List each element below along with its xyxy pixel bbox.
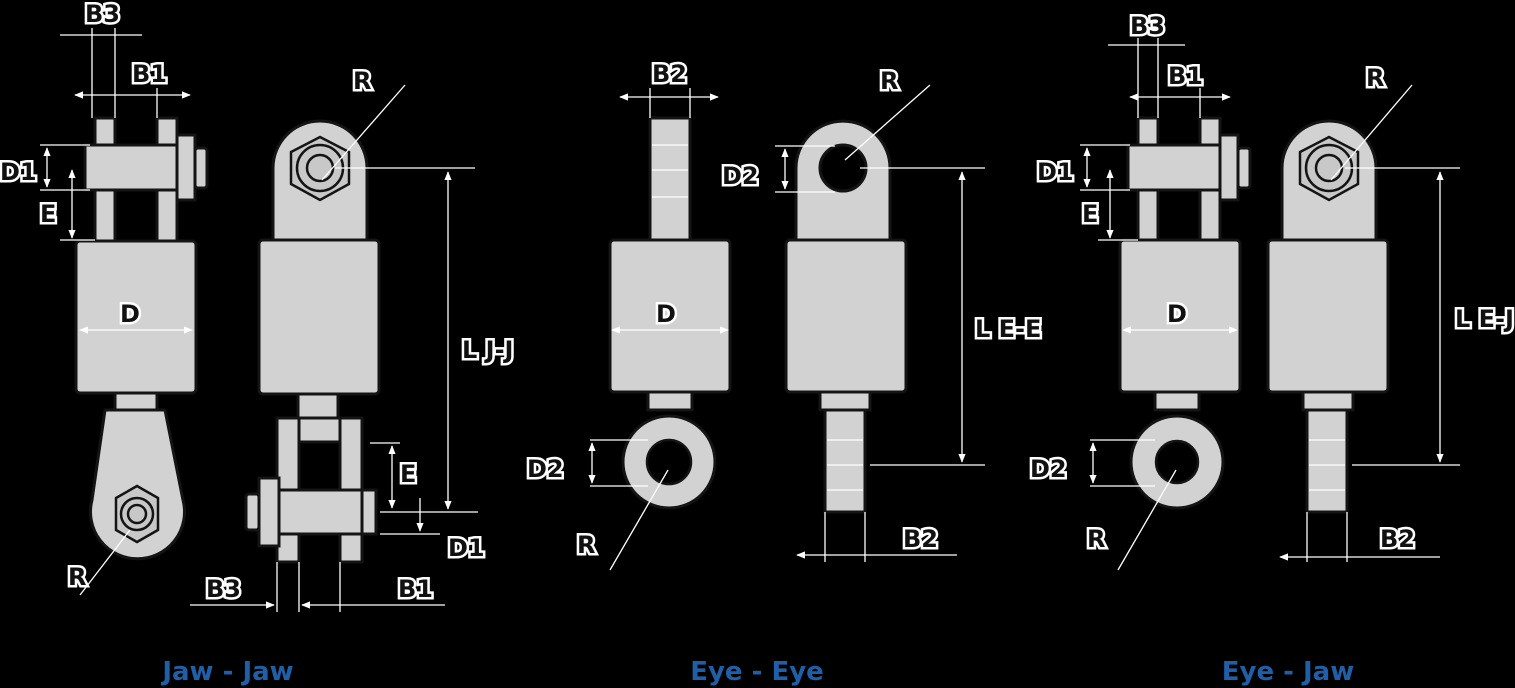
label-d2: D2 [722, 162, 759, 190]
eye-eye-dimensions [588, 84, 985, 571]
eye-jaw-side-view [1118, 116, 1252, 510]
label-e: E [1082, 200, 1098, 228]
label-r: R [1087, 525, 1105, 553]
jaw-jaw-group: B3 B1 D1 E D R R L J-J E D1 B3 B1 [0, 0, 516, 612]
label-length: L E-E [975, 315, 1041, 343]
jaw-jaw-side-view [74, 116, 209, 561]
label-b2: B2 [1380, 525, 1415, 553]
label-d2: D2 [527, 455, 564, 483]
caption-eye-jaw: Eye - Jaw [1222, 657, 1354, 687]
label-d: D [656, 300, 676, 328]
label-d1: D1 [1037, 158, 1074, 186]
label-b1: B1 [398, 575, 433, 603]
eye-eye-side-view [608, 116, 732, 510]
label-e: E [400, 460, 416, 488]
eye-eye-front-view [784, 119, 908, 514]
label-length: L J-J [462, 336, 513, 364]
label-d1: D1 [448, 534, 485, 562]
label-b3: B3 [1130, 12, 1165, 40]
label-b3: B3 [206, 575, 241, 603]
label-r: R [353, 67, 371, 95]
label-d1: D1 [0, 158, 37, 186]
caption-jaw-jaw: Jaw - Jaw [160, 657, 293, 687]
jaw-jaw-dimensions [40, 28, 478, 612]
jaw-jaw-front-view [244, 119, 381, 564]
label-d2: D2 [1030, 455, 1067, 483]
label-r: R [68, 563, 86, 591]
eye-eye-group: B2 D D2 R R D2 L E-E B2 [525, 58, 1044, 571]
label-d: D [120, 300, 140, 328]
label-e: E [40, 200, 56, 228]
eye-jaw-dimensions [1080, 38, 1460, 571]
label-b1: B1 [1168, 62, 1203, 90]
label-b2: B2 [652, 60, 687, 88]
label-d: D [1167, 300, 1187, 328]
eye-jaw-front-view [1266, 119, 1390, 514]
label-b2: B2 [903, 525, 938, 553]
label-r: R [1366, 64, 1384, 92]
caption-eye-eye: Eye - Eye [690, 657, 824, 687]
label-r: R [880, 67, 898, 95]
label-b3: B3 [85, 0, 120, 28]
label-r: R [577, 531, 595, 559]
label-b1: B1 [132, 60, 167, 88]
eye-jaw-group: B3 B1 D1 E D D2 R R L E-J B2 [1028, 10, 1515, 571]
label-length: L E-J [1455, 305, 1514, 333]
